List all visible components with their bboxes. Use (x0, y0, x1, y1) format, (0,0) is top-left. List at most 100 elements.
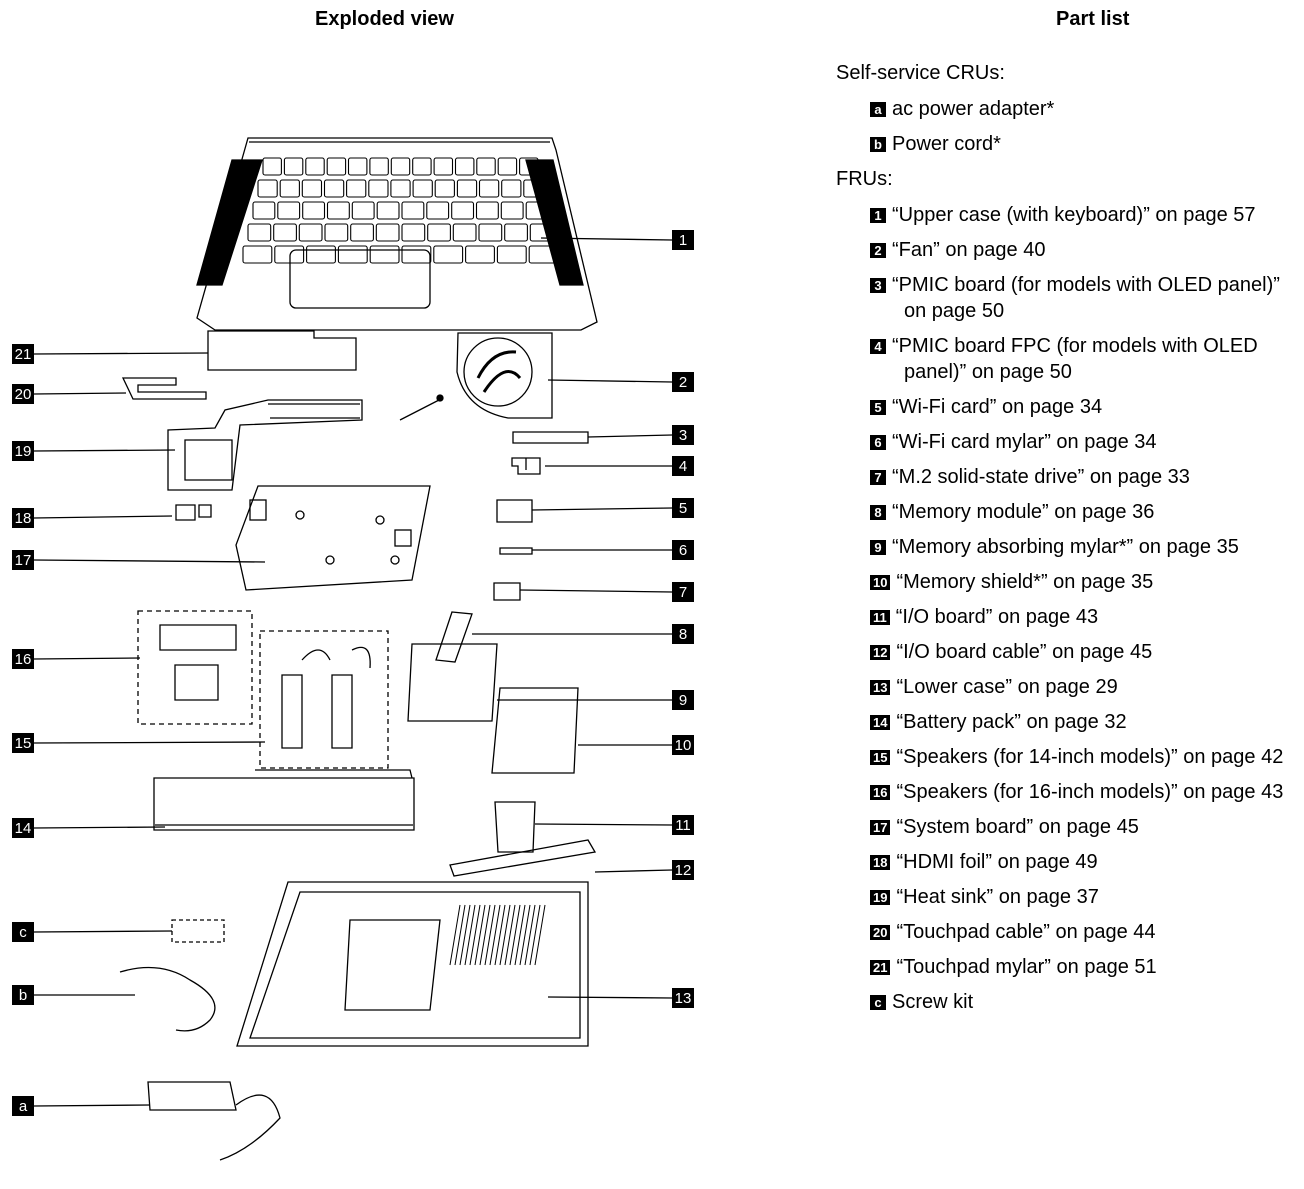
leader-line (519, 589, 673, 593)
callout-label: 16 (15, 651, 32, 668)
callout-badge: 16 (870, 785, 891, 800)
keyboard-key (326, 201, 350, 220)
leader-line (33, 559, 266, 563)
keyboard-key (252, 201, 276, 220)
fru-item: 6“Wi-Fi card mylar” on page 34 (870, 429, 1296, 455)
vent-slot (469, 904, 481, 966)
part-list-title: Part list (1056, 8, 1130, 30)
fru-text: “PMIC board FPC (for models with OLED pa… (892, 335, 1258, 383)
callout-badge-box (672, 815, 694, 835)
callout-label: 10 (675, 737, 692, 754)
fru-item: 8“Memory module” on page 36 (870, 499, 1296, 525)
leader-line (33, 392, 127, 395)
fru-item: 20“Touchpad cable” on page 44 (870, 919, 1296, 945)
vent-slot (534, 904, 546, 966)
exploded-view-title: Exploded view (315, 8, 454, 30)
callout-badge: b (870, 137, 886, 152)
ac-adapter-drawing (147, 1081, 281, 1161)
callout-badge-box (12, 508, 34, 528)
leader-line (531, 507, 673, 511)
fru-item: 11“I/O board” on page 43 (870, 604, 1296, 630)
callout-label: 17 (15, 552, 32, 569)
fru-item: 21“Touchpad mylar” on page 51 (870, 954, 1296, 980)
callout-badge-box (672, 425, 694, 445)
keyboard-key (451, 201, 475, 220)
vent-slot (464, 904, 476, 966)
callout-badge: 21 (870, 960, 891, 975)
fru-text: “Touchpad cable” on page 44 (896, 921, 1156, 943)
keyboard-key (337, 245, 368, 264)
memory-mylar-drawing (407, 643, 498, 722)
keyboard-key (497, 157, 518, 176)
keyboard-key (500, 201, 524, 220)
fru-text: “Wi-Fi card” on page 34 (892, 396, 1103, 418)
fru-text: “I/O board cable” on page 45 (896, 641, 1153, 663)
vent-slot (509, 904, 521, 966)
io-cable-drawing (449, 839, 597, 877)
speakers-16-drawing (137, 610, 253, 725)
vent-slot (484, 904, 496, 966)
fru-item: 17“System board” on page 45 (870, 814, 1296, 840)
callout-badge: 6 (870, 435, 886, 450)
leader-line (547, 996, 673, 999)
vent-slot (489, 904, 501, 966)
callout-badge-box (672, 624, 694, 644)
callout-label: 1 (679, 232, 687, 249)
fru-text: “PMIC board (for models with OLED panel)… (892, 274, 1280, 322)
keyboard-key (475, 201, 499, 220)
fru-item: 3“PMIC board (for models with OLED panel… (870, 272, 1296, 324)
fru-item: 9“Memory absorbing mylar*” on page 35 (870, 534, 1296, 560)
fru-list: 1“Upper case (with keyboard)” on page 57… (836, 202, 1296, 1015)
leader-line (587, 434, 673, 438)
keyboard-key (242, 245, 273, 264)
touchpad-mylar-drawing (207, 330, 357, 371)
callout-badge: 15 (870, 750, 891, 765)
callout-badge-box (672, 540, 694, 560)
leader-line (594, 869, 673, 873)
fru-item: 15“Speakers (for 14-inch models)” on pag… (870, 744, 1296, 770)
fan-drawing (399, 332, 553, 421)
callout-badge-box (12, 733, 34, 753)
callout-badge-box (672, 988, 694, 1008)
leader-line (33, 930, 173, 933)
leader-line (33, 657, 141, 660)
callout-badge: 7 (870, 470, 886, 485)
keyboard-key (301, 179, 323, 198)
callout-label: 6 (679, 542, 687, 559)
leader-line (33, 515, 173, 519)
keyboard-key (279, 179, 300, 198)
keyboard-key (496, 245, 527, 264)
leader-line (547, 379, 673, 383)
keyboard-key (274, 245, 305, 264)
power-cord-drawing (119, 966, 216, 1032)
self-service-text: ac power adapter* (892, 98, 1055, 120)
leader-line (534, 823, 673, 826)
vent-slot (519, 904, 531, 966)
callout-badge: 5 (870, 400, 886, 415)
pmic-fpc-drawing (511, 457, 541, 475)
keyboard-key (452, 223, 477, 242)
callout-badge: 10 (870, 575, 891, 590)
keyboard-key (401, 245, 432, 264)
battery-pack-drawing (153, 769, 415, 831)
keyboard-key (283, 157, 304, 176)
fru-heading: FRUs: (836, 168, 893, 190)
callout-label: 4 (679, 458, 687, 475)
keyboard-key (323, 179, 345, 198)
keyboard-key (476, 157, 496, 176)
fru-text: “I/O board” on page 43 (895, 606, 1099, 628)
callout-badge-box (12, 818, 34, 838)
callout-badge-box (672, 230, 694, 250)
lower-case-drawing (236, 881, 589, 1047)
self-service-heading: Self-service CRUs: (836, 62, 1005, 84)
keyboard-key (369, 157, 389, 176)
vent-slot (514, 904, 526, 966)
keyboard-key (351, 201, 375, 220)
fru-text: “Memory absorbing mylar*” on page 35 (892, 536, 1239, 558)
vent-slot (524, 904, 536, 966)
keyboard-key (501, 179, 522, 198)
keyboard-key (326, 157, 347, 176)
keyboard-key (390, 179, 411, 198)
